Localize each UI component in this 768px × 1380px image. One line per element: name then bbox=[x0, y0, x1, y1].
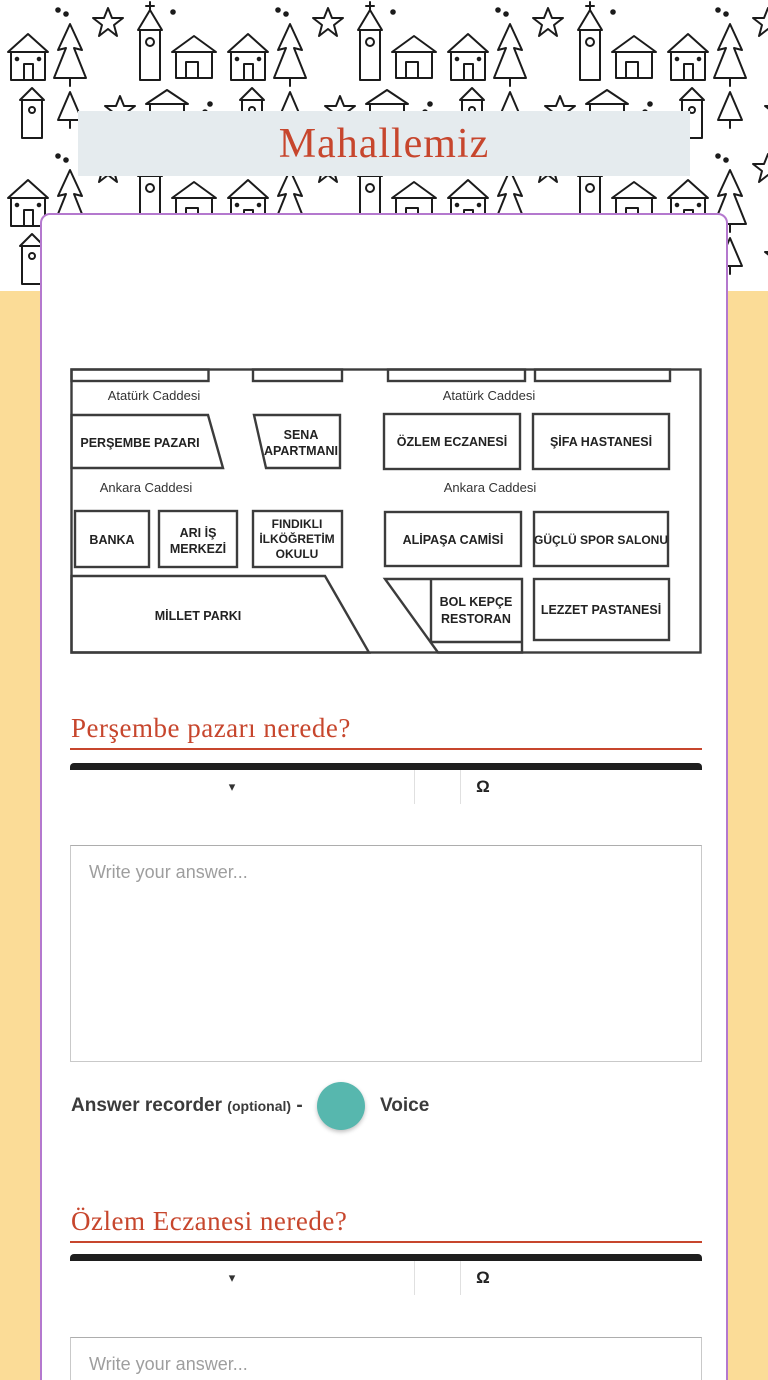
editor-2-top-bar bbox=[70, 1254, 702, 1261]
toolbar-separator bbox=[460, 1261, 461, 1295]
answer-2-input[interactable] bbox=[70, 1337, 702, 1380]
toolbar-separator bbox=[414, 1261, 415, 1295]
building-millet-parki bbox=[70, 574, 372, 654]
building-ozlem-eczanesi bbox=[382, 412, 522, 471]
editor-1-toolbar: ▾ Ω bbox=[70, 770, 702, 845]
building-bol-kepce-block bbox=[382, 577, 524, 654]
question-1-underline bbox=[70, 748, 702, 750]
format-dropdown-icon[interactable]: ▾ bbox=[228, 779, 236, 794]
label-sifa-hastanesi: ŞİFA HASTANESİ bbox=[550, 434, 652, 449]
title-banner: Mahallemiz bbox=[78, 111, 690, 176]
label-ozlem-eczanesi: ÖZLEM ECZANESİ bbox=[397, 434, 507, 449]
toolbar-separator bbox=[414, 770, 415, 804]
label-guclu-spor: GÜÇLÜ SPOR SALONU bbox=[534, 532, 668, 547]
editor-1-top-bar bbox=[70, 763, 702, 770]
label-lezzet-pastanesi: LEZZET PASTANESİ bbox=[541, 602, 661, 617]
building-bol-kepce-inner bbox=[429, 579, 522, 644]
recorder-dash: - bbox=[296, 1095, 303, 1116]
answer-recorder-label: Answer recorder (optional) - bbox=[71, 1095, 303, 1116]
building-banka bbox=[73, 509, 151, 569]
map-top-block-2 bbox=[251, 368, 344, 383]
label-ari-1: ARI İŞ bbox=[180, 525, 217, 540]
format-dropdown-icon[interactable]: ▾ bbox=[228, 1270, 236, 1285]
voice-record-button[interactable] bbox=[317, 1082, 365, 1130]
map-top-block-3 bbox=[386, 368, 527, 383]
label-findikli-1: FINDIKLI bbox=[272, 517, 323, 531]
editor-2-toolbar: ▾ Ω bbox=[70, 1261, 702, 1336]
label-bolkepce-2: RESTORAN bbox=[441, 612, 511, 626]
street-label-ankara-right: Ankara Caddesi bbox=[444, 480, 537, 495]
label-alipasa-camisi: ALİPAŞA CAMİSİ bbox=[403, 532, 504, 547]
map-border bbox=[70, 368, 702, 654]
label-findikli-3: OKULU bbox=[276, 547, 319, 561]
map-top-block-4 bbox=[533, 368, 672, 383]
toolbar-separator bbox=[460, 770, 461, 804]
label-sena-2: APARTMANI bbox=[264, 444, 338, 458]
question-2-prompt: Özlem Eczanesi nerede? bbox=[71, 1206, 348, 1236]
label-sena-1: SENA bbox=[284, 428, 319, 442]
building-persembe-pazari bbox=[70, 413, 225, 470]
answer-recorder-row: Answer recorder (optional) - Voice bbox=[42, 1082, 730, 1130]
worksheet-card: Atatürk Caddesi Atatürk Caddesi Ankara C… bbox=[40, 213, 728, 1380]
label-millet-parki: MİLLET PARKI bbox=[155, 608, 242, 623]
label-banka: BANKA bbox=[89, 533, 134, 547]
building-sena-apartmani bbox=[252, 413, 342, 470]
voice-label: Voice bbox=[380, 1095, 430, 1116]
label-findikli-2: İLKÖĞRETİM bbox=[259, 531, 334, 546]
building-ari-is-merkezi bbox=[157, 509, 239, 569]
building-sifa-hastanesi bbox=[531, 412, 671, 471]
special-character-button[interactable]: Ω bbox=[476, 1268, 490, 1287]
building-guclu-spor-salonu bbox=[532, 510, 670, 568]
label-persembe-pazari: PERŞEMBE PAZARI bbox=[80, 436, 199, 450]
building-findikli-okulu bbox=[251, 509, 344, 569]
question-2-underline bbox=[70, 1241, 702, 1243]
building-lezzet-pastanesi bbox=[532, 577, 671, 642]
special-character-button[interactable]: Ω bbox=[476, 777, 490, 796]
neighborhood-map: Atatürk Caddesi Atatürk Caddesi Ankara C… bbox=[70, 368, 702, 654]
street-label-ataturk-left: Atatürk Caddesi bbox=[108, 388, 201, 403]
answer-1-input[interactable] bbox=[70, 845, 702, 1062]
map-top-block-1 bbox=[70, 368, 210, 383]
optional-note: (optional) bbox=[227, 1098, 292, 1114]
page-title: Mahallemiz bbox=[278, 120, 490, 167]
question-1-prompt: Perşembe pazarı nerede? bbox=[71, 713, 351, 743]
label-ari-2: MERKEZİ bbox=[170, 541, 226, 556]
label-bolkepce-1: BOL KEPÇE bbox=[440, 595, 513, 609]
building-alipasa-camisi bbox=[383, 510, 523, 568]
street-label-ataturk-right: Atatürk Caddesi bbox=[443, 388, 536, 403]
street-label-ankara-left: Ankara Caddesi bbox=[100, 480, 193, 495]
